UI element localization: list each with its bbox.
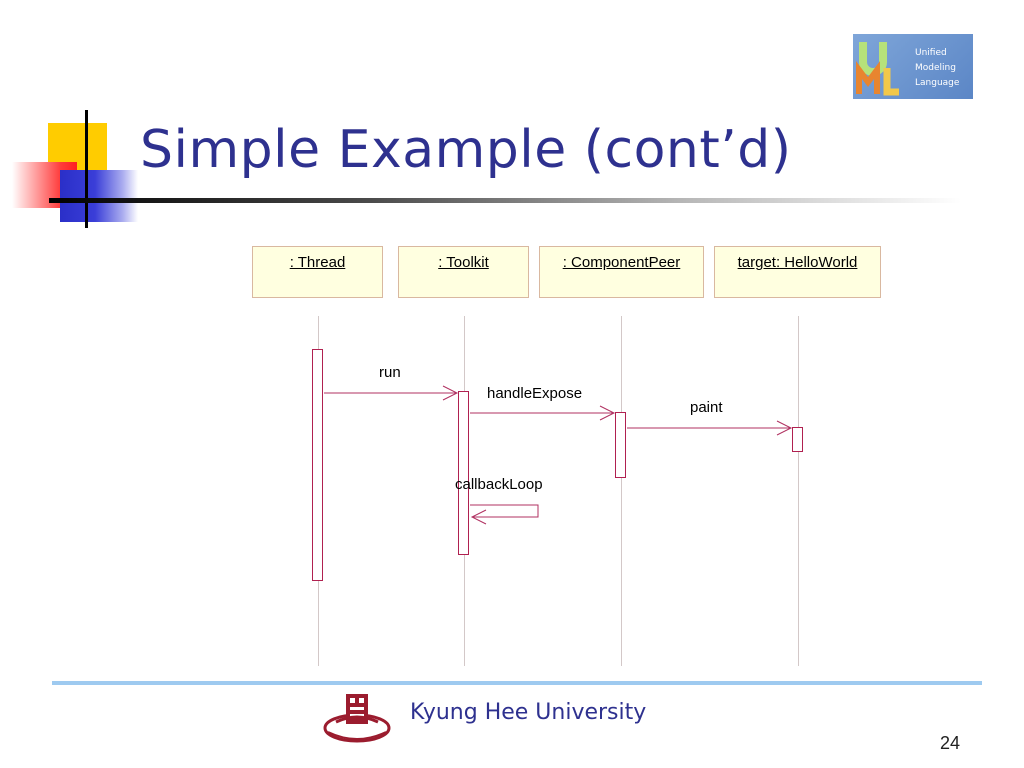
- message-handleexpose-label: handleExpose: [487, 385, 583, 402]
- object-thread-label: : Thread: [289, 254, 346, 271]
- activation-componentpeer: [615, 412, 626, 478]
- footer-rule: [52, 681, 982, 685]
- slide-title: Simple Example (cont’d): [140, 120, 792, 180]
- decor-vertical-line: [85, 110, 88, 228]
- message-callbackloop-label: callbackLoop: [455, 476, 543, 493]
- object-helloworld: target: HelloWorld: [714, 246, 881, 298]
- uml-logo: Unified Modeling Language: [853, 34, 973, 99]
- logo-line-language: Language: [915, 78, 960, 88]
- activation-toolkit: [458, 391, 469, 555]
- arrow-handleexpose: [470, 405, 616, 421]
- message-run-label: run: [379, 364, 401, 381]
- logo-line-modeling: Modeling: [915, 63, 956, 73]
- object-thread: : Thread: [252, 246, 383, 298]
- arrow-callbackloop: [470, 504, 539, 525]
- logo-line-unified: Unified: [915, 48, 947, 58]
- arrow-paint: [627, 420, 793, 436]
- decor-blue-gradient: [60, 170, 138, 222]
- title-underline: [49, 198, 961, 203]
- arrow-run: [324, 385, 459, 401]
- object-toolkit-label: : Toolkit: [438, 254, 489, 271]
- uml-letters-icon: [856, 42, 899, 96]
- lifeline-helloworld: [798, 316, 799, 666]
- page-number: 24: [940, 733, 961, 753]
- lifeline-componentpeer: [621, 316, 622, 666]
- university-seal-icon: [323, 694, 391, 743]
- activation-thread: [312, 349, 323, 581]
- message-paint-label: paint: [690, 399, 723, 416]
- object-componentpeer: : ComponentPeer: [539, 246, 704, 298]
- object-helloworld-label: target: HelloWorld: [737, 254, 858, 271]
- object-toolkit: : Toolkit: [398, 246, 529, 298]
- object-componentpeer-label: : ComponentPeer: [562, 254, 681, 271]
- footer-university-name: Kyung Hee University: [410, 700, 647, 725]
- activation-helloworld: [792, 427, 803, 452]
